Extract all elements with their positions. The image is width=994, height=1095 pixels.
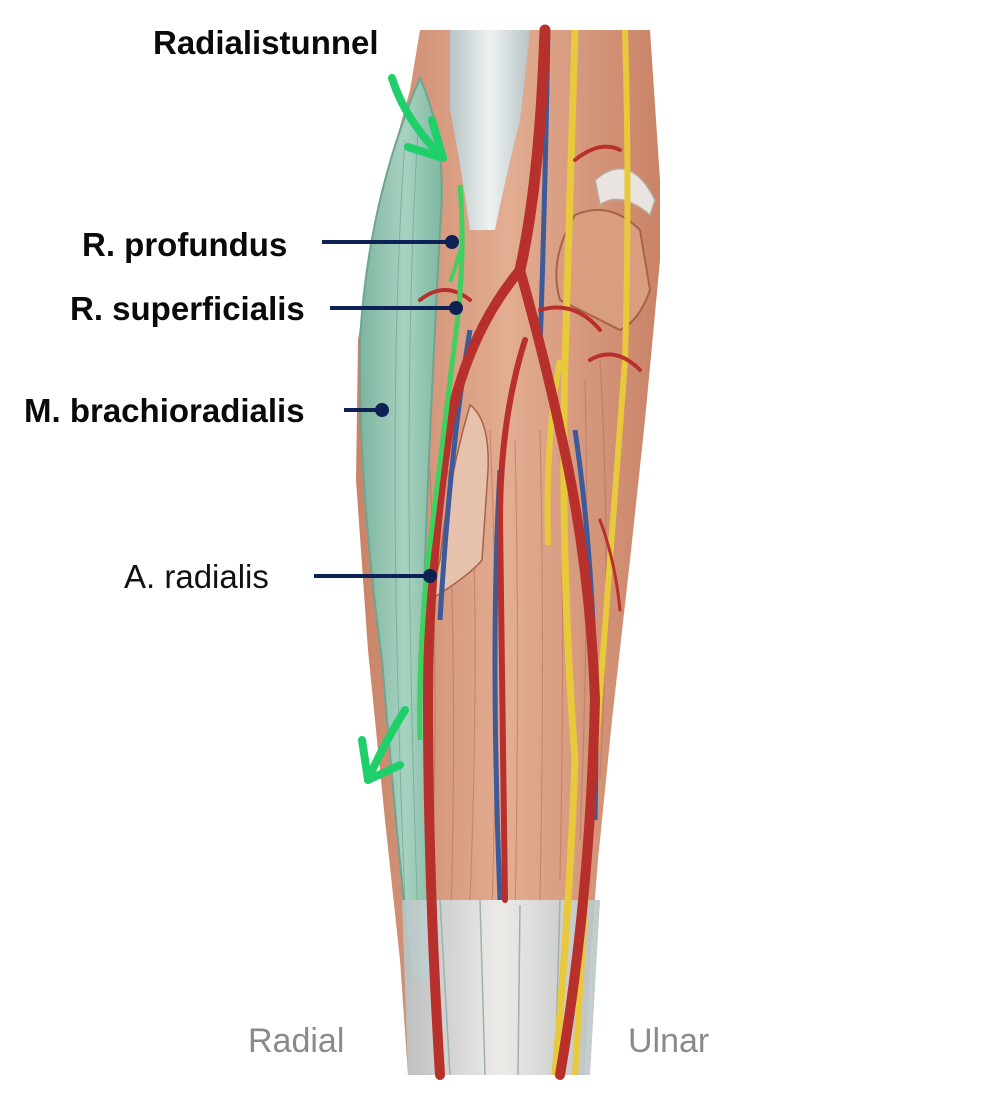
tunnel-arrow-top	[388, 74, 447, 162]
radial-nerve-highlight	[417, 184, 465, 741]
tunnel-arrow-bottom	[358, 706, 409, 784]
dot-r-superficialis	[449, 301, 463, 315]
label-a-radialis: A. radialis	[124, 558, 269, 595]
lower-tendons	[402, 900, 600, 1075]
leader-dots	[375, 235, 463, 583]
upper-tendon	[450, 30, 530, 230]
ulnar-nerve	[551, 29, 579, 1076]
label-radialistunnel: Radialistunnel	[153, 24, 379, 61]
radial-artery	[422, 265, 525, 1080]
dot-r-profundus	[445, 235, 459, 249]
ulnar-artery	[515, 265, 601, 1080]
arteries	[418, 24, 642, 1080]
label-radial: Radial	[248, 1022, 345, 1060]
label-m-brachioradialis: M. brachioradialis	[24, 392, 305, 429]
dot-m-brachioradialis	[375, 403, 389, 417]
label-r-profundus: R. profundus	[82, 226, 288, 263]
label-r-superficialis: R. superficialis	[70, 290, 305, 327]
label-ulnar: Ulnar	[628, 1022, 710, 1060]
dot-a-radialis	[423, 569, 437, 583]
